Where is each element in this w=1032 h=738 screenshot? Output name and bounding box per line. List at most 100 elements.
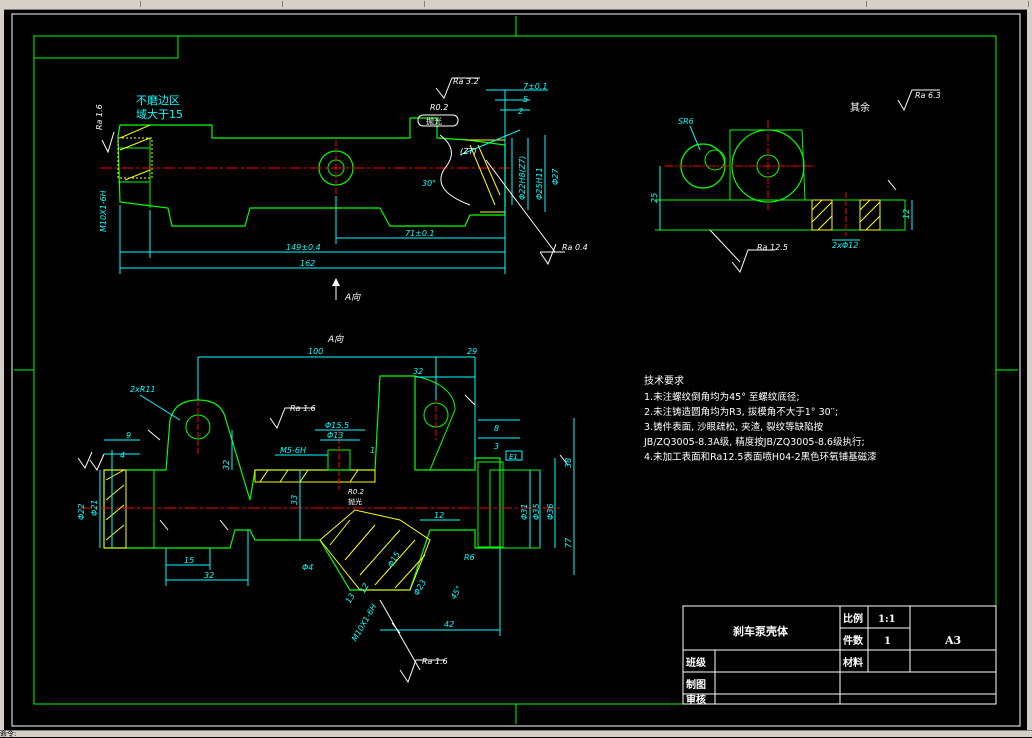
window-left-border xyxy=(0,9,4,737)
sheet-border xyxy=(11,13,1021,727)
a-dim-2xr11: 2xR11 xyxy=(130,385,156,394)
command-prompt: 命令: xyxy=(0,730,17,738)
a-dim-d15: Φ15 xyxy=(386,550,402,569)
toolbar-segment[interactable] xyxy=(284,1,425,7)
a-dim-d31: Φ31 xyxy=(520,504,529,520)
a-e1: E1 xyxy=(509,453,518,461)
a-dim-d155: Φ15.5 xyxy=(325,421,349,430)
angle-30: 30° xyxy=(422,179,436,188)
a-dim-42: 42 xyxy=(444,620,454,629)
a-dim-32-mid: 32 xyxy=(222,460,231,470)
zt-label: (ZT) xyxy=(460,147,477,156)
a-dim-d23: Φ23 xyxy=(412,578,428,597)
tb-scale-value: 1:1 xyxy=(878,614,896,625)
r-polish-label: R0.2 xyxy=(430,103,448,112)
a-m10: M10X1-6H xyxy=(350,602,379,643)
a-dim-45: 45° xyxy=(449,584,464,601)
toolbar-segment[interactable] xyxy=(142,1,283,7)
sr6-label: SR6 xyxy=(678,117,694,126)
a-dim-d4: Φ4 xyxy=(302,563,313,572)
dim-162: 162 xyxy=(300,259,315,268)
side-view xyxy=(655,89,940,274)
a-dim-d35: Φ35 xyxy=(532,504,541,520)
a-dim-29: 29 xyxy=(467,347,477,356)
toolbar-segment[interactable] xyxy=(426,1,867,7)
polish-label: 抛光 xyxy=(426,116,442,126)
toolbar-segment[interactable] xyxy=(868,1,1029,7)
a-dim-32-top: 32 xyxy=(413,367,423,376)
ra-others: Ra 6.3 xyxy=(915,91,941,100)
a-dim-d36: Φ36 xyxy=(546,504,555,520)
a-view xyxy=(77,356,575,684)
a-dim-d21: Φ21 xyxy=(90,500,99,516)
others-label: 其余 xyxy=(850,101,870,114)
tb-part-name: 刹车泵壳体 xyxy=(733,624,789,638)
vertical-scrollbar[interactable] xyxy=(1027,9,1032,737)
tech-req-line-1: 1.未注螺纹倒角均为45° 至螺纹底径; xyxy=(644,391,800,403)
a-dim-9: 9 xyxy=(126,431,131,440)
dim-71: 71±0.1 xyxy=(405,229,435,238)
window-toolbar xyxy=(0,0,1032,10)
dim-d27: Φ27 xyxy=(551,168,560,185)
stamp-box xyxy=(33,35,179,59)
toolbar-segment[interactable] xyxy=(0,1,141,7)
a-dim-77: 77 xyxy=(564,537,573,548)
dim-2: 2 xyxy=(518,107,523,116)
zone-label-2: 域大于15 xyxy=(136,107,183,121)
a-view-title: A向 xyxy=(327,334,344,345)
drawing-frame xyxy=(33,35,997,705)
thread-left-label: M10X1-6H xyxy=(99,190,108,232)
a-dim-15: 15 xyxy=(184,556,194,565)
tech-req-title: 技术要求 xyxy=(644,374,684,387)
a-dim-1: 1 xyxy=(370,446,375,455)
command-line[interactable]: 命令: xyxy=(0,730,1032,738)
ra-125: Ra 12.5 xyxy=(757,243,788,252)
a-dim-d13: Φ13 xyxy=(327,431,343,440)
dim-d25: Φ25H11 xyxy=(535,167,544,200)
tb-sheet-size: A3 xyxy=(944,634,961,647)
dim-d22: Φ22H8(Z7) xyxy=(518,156,527,200)
a-dim-12: 12 xyxy=(434,511,444,520)
tb-qty-label: 件数 xyxy=(843,634,864,647)
a-r02: R0.2 xyxy=(348,488,365,496)
a-dim-32-bot: 32 xyxy=(204,571,214,580)
dim-2x12: 2xΦ12 xyxy=(832,241,858,250)
tb-material-label: 材料 xyxy=(843,656,863,669)
view-arrow-label: A向 xyxy=(344,292,361,303)
main-view xyxy=(100,77,565,300)
tech-req-line-4: JB/ZQ3005-8.3A级, 精度按JB/ZQ3005-8.6级执行; xyxy=(643,436,865,448)
tech-req-line-2: 2.未注铸造圆角均为R3, 拔模角不大于1° 30′′; xyxy=(644,406,838,418)
ra-04: Ra 0.4 xyxy=(562,243,588,252)
ra-top-label: Ra 3.2 xyxy=(453,77,479,86)
tb-review-label: 审核 xyxy=(686,693,706,706)
a-r6: R6 xyxy=(464,553,475,562)
dim-12-side: 12 xyxy=(902,209,911,219)
a-dim-38: 38 xyxy=(564,458,573,468)
a-dim-12b: 12 xyxy=(358,582,371,595)
tech-req-line-5: 4.未加工表面和Ra12.5表面喷H04-2黑色环氧铺基磁漆 xyxy=(644,451,877,463)
a-dim-4: 4 xyxy=(120,451,125,460)
a-m5: M5-6H xyxy=(280,446,306,455)
ra-left-label: Ra 1.6 xyxy=(95,104,104,130)
title-block xyxy=(682,605,997,705)
zone-label-1: 不磨边区 xyxy=(136,94,180,107)
a-dim-d22: Φ22 xyxy=(77,504,86,520)
dim-25: 25 xyxy=(650,193,659,203)
dim-149: 149±0.4 xyxy=(286,243,321,252)
a-ra-16b: Ra 1.6 xyxy=(422,657,448,666)
tb-qty-value: 1 xyxy=(884,636,891,647)
a-dim-13: 13 xyxy=(344,592,357,605)
tech-req-line-3: 3.铸件表面, 沙眼疏松, 夹渣, 裂纹等缺陷按 xyxy=(644,421,824,433)
tb-scale-label: 比例 xyxy=(843,612,863,625)
dim-5: 5 xyxy=(523,95,528,104)
a-dim-33: 33 xyxy=(290,495,299,505)
tb-drawn-label: 制图 xyxy=(686,678,706,691)
a-polish: 抛光 xyxy=(348,497,362,506)
a-dim-3: 3 xyxy=(494,442,499,451)
a-ra-16: Ra 1.6 xyxy=(290,404,316,413)
a-dim-8: 8 xyxy=(494,424,499,433)
a-dim-100: 100 xyxy=(308,347,323,356)
tb-class-label: 班级 xyxy=(686,656,707,669)
dim-7: 7±0.1 xyxy=(523,82,548,91)
